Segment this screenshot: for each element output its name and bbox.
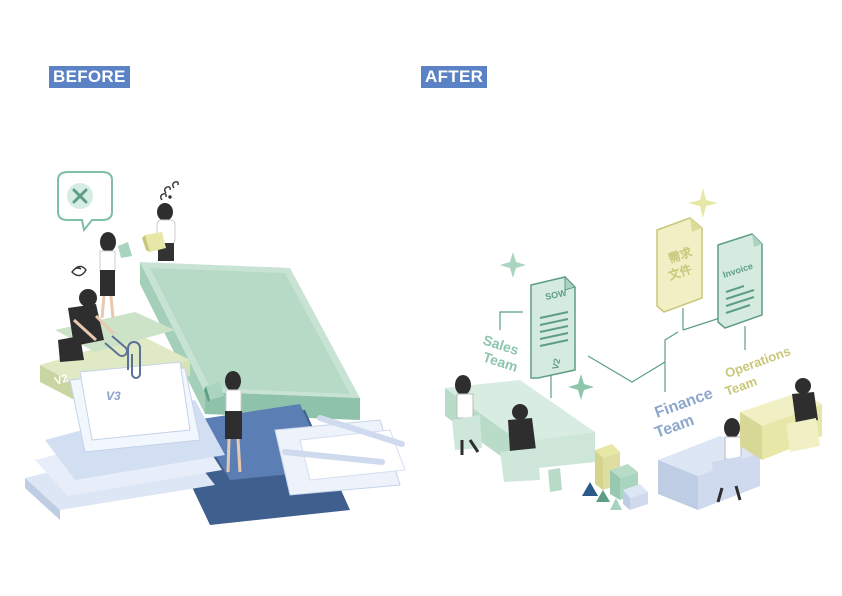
sow-document: SOW V2 (530, 275, 576, 379)
person-leaning (58, 289, 116, 362)
doc-title-requirements-line2: 文件 (666, 261, 693, 283)
person-standing (204, 371, 242, 473)
paper-stack-front: V3 (25, 341, 225, 520)
sales-person-1 (452, 375, 482, 455)
sparkle-icon (688, 188, 718, 218)
after-label: AFTER (421, 66, 488, 88)
before-scene: V2 V3 (25, 171, 406, 525)
finance-person (712, 418, 744, 503)
connector-lines (499, 308, 746, 398)
pen-icon (282, 449, 385, 465)
doc-version-v2-after: V2 (550, 358, 562, 371)
before-label: BEFORE (49, 66, 130, 88)
invoice-document: Invoice (717, 233, 763, 329)
x-mark-icon (72, 188, 88, 204)
error-speech-bubble (57, 171, 113, 233)
pen-icon (317, 415, 405, 447)
requirements-document: 需求 文件 (656, 217, 703, 313)
doc-title-requirements-line1: 需求 (666, 244, 694, 266)
finance-team-label: Finance Team (653, 385, 716, 442)
confusion-icon (160, 181, 179, 201)
operations-team-label: Operations Team (723, 343, 793, 399)
doc-version-v2: V2 (53, 372, 70, 388)
person-with-document (99, 232, 132, 319)
sales-person-2 (500, 404, 540, 482)
paperclip-icon (127, 341, 141, 379)
sales-team-label: Sales Team (481, 332, 521, 375)
svg-text:Operations: Operations (723, 343, 793, 381)
stress-scribble-icon (71, 265, 87, 277)
after-scene: SOW V2 需求 文件 Invoice (445, 188, 822, 510)
stacked-blocks (595, 444, 648, 510)
doc-title-sow: SOW (544, 288, 568, 302)
person-carrying-box (142, 203, 176, 261)
green-binder (140, 262, 360, 420)
doc-version-v3: V3 (106, 389, 121, 403)
pyramid-icons (582, 482, 622, 510)
sparkle-icon (500, 252, 526, 278)
paperclip-icon (104, 335, 128, 357)
operations-person (786, 378, 820, 452)
sparkle-icon (568, 374, 594, 400)
